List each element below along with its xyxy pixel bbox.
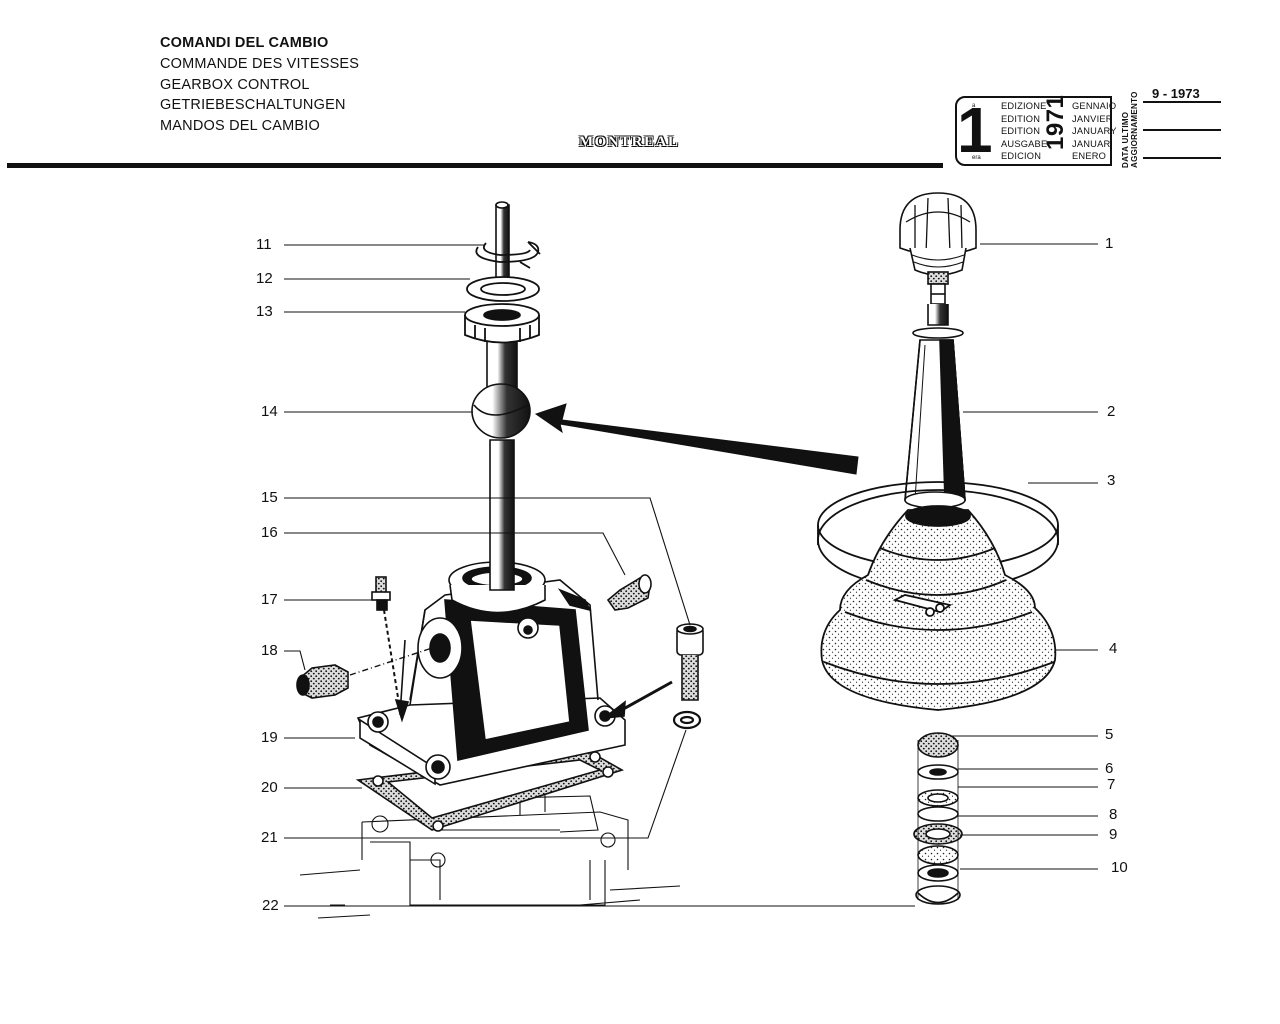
callout-number: 2: [1107, 403, 1116, 420]
edition-label: AUSGABE: [1001, 138, 1048, 149]
edition-month: JANUAR: [1072, 138, 1111, 149]
edition-suffix: a: [972, 103, 976, 109]
callout-number: 12: [256, 270, 273, 287]
callout-number: 10: [1111, 859, 1128, 876]
callout-number: 3: [1107, 472, 1116, 489]
callout-number: 6: [1105, 760, 1114, 777]
callout-number: 7: [1107, 776, 1116, 793]
grease-nipple: [606, 574, 652, 611]
update-date: 9 - 1973: [1152, 86, 1200, 101]
edition-month: ENERO: [1072, 151, 1107, 161]
callout-number: 8: [1109, 806, 1118, 823]
leader-lines: [284, 243, 1098, 907]
edition-month: JANVIER: [1072, 113, 1113, 124]
title-italian: COMANDI DEL CAMBIO: [160, 35, 329, 51]
shift-housing: [356, 561, 626, 786]
callout-number: 18: [261, 642, 278, 659]
rubber-boot: [820, 505, 1057, 711]
callout-number: 20: [261, 779, 278, 796]
callout-number: 1: [1105, 235, 1114, 252]
gasket: [355, 751, 625, 832]
edition-suffix: .: [972, 142, 974, 148]
title-spanish: MANDOS DEL CAMBIO: [160, 118, 320, 135]
edition-box: [955, 96, 1112, 166]
lock-washer: [672, 710, 702, 730]
bolt: [601, 623, 704, 720]
callout-number: 16: [261, 524, 278, 541]
title-french: COMMANDE DES VITESSES: [160, 55, 360, 72]
title-block: COMANDI DEL CAMBIO COMMANDE DES VITESSES…: [160, 33, 359, 137]
callout-number: 4: [1109, 640, 1118, 657]
callout-number: 21: [261, 829, 278, 846]
plug: [296, 647, 433, 699]
edition-label: EDIZIONE: [1001, 101, 1047, 111]
model-name: MONTREAL: [579, 134, 680, 150]
title-english: GEARBOX CONTROL: [160, 76, 310, 93]
edition-month: GENNAIO: [1072, 101, 1117, 111]
lever-sleeve: [904, 304, 966, 509]
circlip: [475, 241, 541, 269]
callout-number: 22: [262, 897, 279, 914]
edition-suffix: era: [972, 155, 981, 161]
edition-month: JANUARY: [1072, 126, 1117, 136]
edition-suffix: st: [972, 129, 977, 135]
callout-number: 13: [256, 303, 273, 320]
washer: [466, 276, 540, 302]
edition-suffix: ère: [972, 116, 981, 122]
update-line: [1143, 157, 1221, 159]
edition-label: EDICION: [1001, 151, 1042, 161]
callout-number: 14: [261, 403, 278, 420]
update-line: [1143, 101, 1221, 103]
callout-number: 5: [1105, 726, 1114, 743]
bleed-fitting: [371, 576, 410, 723]
spring-stack: [913, 732, 963, 905]
edition-label: EDITION: [1001, 113, 1041, 124]
assembly-arrow: [534, 403, 859, 475]
update-line: [1143, 129, 1221, 131]
gear-knob: [899, 192, 977, 305]
edition-label: EDITION: [1001, 126, 1041, 136]
edition-number: 1: [957, 94, 993, 166]
bushing: [464, 303, 540, 344]
title-german: GETRIEBESCHALTUNGEN: [160, 97, 346, 114]
callout-number: 17: [261, 591, 278, 608]
callout-number: 11: [256, 236, 272, 253]
header-rule: [7, 163, 943, 168]
callout-number: 15: [261, 489, 278, 506]
callout-number: 9: [1109, 826, 1118, 843]
callout-number: 19: [261, 729, 278, 746]
